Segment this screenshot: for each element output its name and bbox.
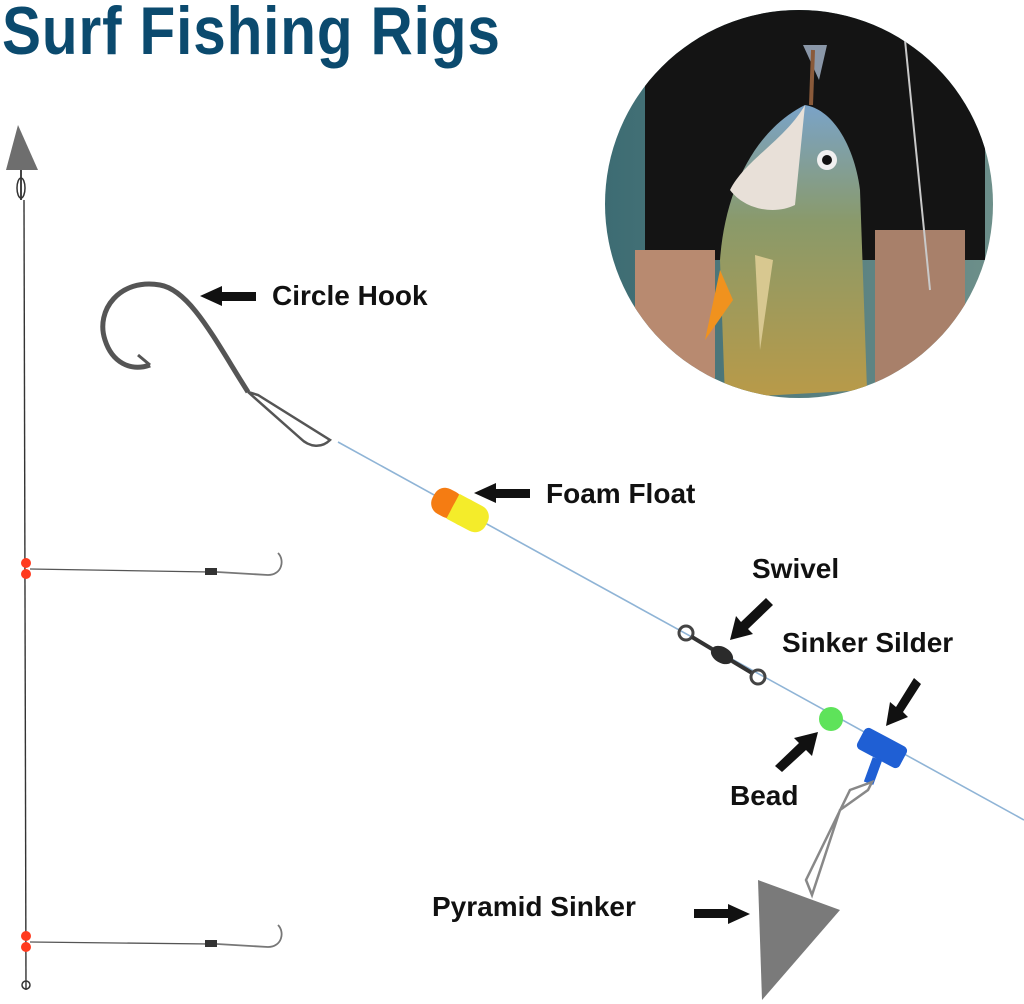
arrow-sinker-slider: [886, 678, 921, 726]
page-title: Surf Fishing Rigs: [2, 0, 501, 69]
sinker-icon: [758, 779, 875, 1000]
float-icon: [431, 487, 489, 533]
arrow-bead: [775, 732, 818, 772]
dropper-rig: [6, 125, 283, 991]
label-bead: Bead: [730, 780, 799, 811]
label-sinker-slider: Sinker Silder: [782, 627, 954, 658]
label-pyramid-sinker: Pyramid Sinker: [432, 891, 636, 922]
arrow-swivel: [730, 598, 773, 640]
hook-icon: [100, 281, 332, 447]
label-circle-hook: Circle Hook: [272, 280, 428, 311]
label-foam-float: Foam Float: [546, 478, 696, 509]
slider-icon: [856, 727, 908, 785]
arrow-circle-hook: [200, 286, 256, 306]
label-swivel: Swivel: [752, 553, 840, 584]
arrow-foam-float: [474, 483, 530, 503]
arrows: [200, 286, 921, 924]
swivel-icon: [677, 624, 767, 686]
bead-icon: [819, 707, 843, 731]
arrow-pyramid-sinker: [694, 904, 750, 924]
